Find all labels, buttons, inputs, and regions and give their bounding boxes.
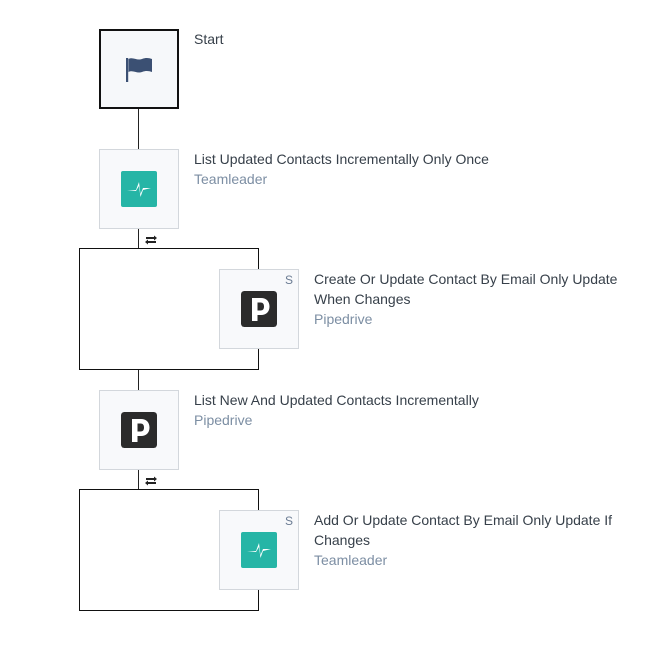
loop-icon [143,233,159,245]
step-badge: S [284,514,293,528]
connector-line [138,369,139,390]
step-node[interactable] [99,390,179,470]
pipedrive-logo-icon [241,291,277,327]
step-badge: S [284,273,293,287]
loop-icon [143,474,159,486]
step-app-name: Teamleader [194,171,268,187]
step-title: Start [194,31,224,47]
connector-line [138,469,139,489]
step-title: Create Or Update Contact By Email Only U… [314,271,618,307]
connector-line [138,228,139,248]
teamleader-logo-icon [121,171,157,207]
step-app-name: Pipedrive [314,311,373,327]
step-node[interactable]: S [219,510,299,590]
step-title: List New And Updated Contacts Incrementa… [194,392,479,408]
step-app-name: Teamleader [314,552,388,568]
pipedrive-logo-icon [121,412,157,448]
step-title: List Updated Contacts Incrementally Only… [194,151,489,167]
start-node[interactable] [99,29,179,109]
step-node[interactable] [99,149,179,229]
step-node[interactable]: S [219,269,299,349]
teamleader-logo-icon [241,532,277,568]
connector-line [138,107,139,149]
flag-icon [126,58,152,82]
step-app-name: Pipedrive [194,412,253,428]
step-title: Add Or Update Contact By Email Only Upda… [314,512,613,548]
